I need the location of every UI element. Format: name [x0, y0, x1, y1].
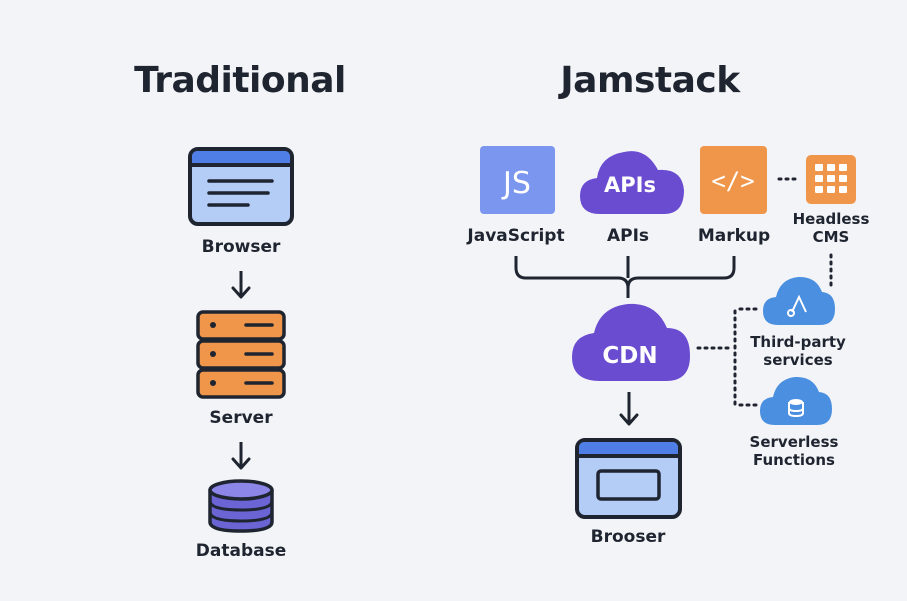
headless-cms-line2: CMS [812, 228, 850, 246]
javascript-label: JavaScript [467, 226, 565, 246]
third-party-line2: services [763, 351, 833, 369]
browser-icon [575, 438, 682, 519]
apis-icon-text: APIs [604, 173, 656, 197]
headless-cms-label: Headless CMS [793, 210, 870, 246]
arrow-down-icon [231, 271, 251, 299]
serverless-line1: Serverless [749, 433, 839, 451]
connector-bracket [514, 256, 736, 298]
js-icon-text: JS [501, 166, 531, 201]
markup-label: Markup [697, 226, 771, 246]
cdn-text: CDN [602, 343, 657, 369]
apis-cloud-icon: APIs [580, 151, 684, 214]
database-label: Database [195, 541, 287, 561]
third-party-line1: Third-party [750, 333, 846, 351]
serverless-line2: Functions [753, 451, 835, 469]
arrow-down-icon [231, 442, 251, 470]
browser-label: Browser [201, 237, 281, 257]
database-icon [208, 479, 274, 533]
markup-icon: </> [700, 146, 767, 214]
browser-icon [188, 147, 294, 226]
javascript-icon: JS [480, 146, 555, 214]
markup-icon-text: </> [711, 167, 754, 195]
jamstack-title: Jamstack [560, 60, 740, 101]
arrow-down-icon [619, 392, 639, 426]
apis-label: APIs [606, 226, 650, 246]
third-party-label: Third-party services [750, 333, 846, 369]
server-icon [196, 310, 286, 399]
headless-cms-icon [806, 155, 856, 204]
jamstack-browser-label: Brooser [590, 527, 666, 547]
headless-cms-line1: Headless [792, 210, 870, 228]
server-label: Server [209, 408, 273, 428]
traditional-title: Traditional [134, 60, 346, 101]
serverless-cloud-icon [760, 376, 832, 425]
third-party-cloud-icon [763, 276, 835, 325]
serverless-label: Serverless Functions [750, 433, 839, 469]
cdn-cloud-icon: CDN [572, 303, 690, 381]
